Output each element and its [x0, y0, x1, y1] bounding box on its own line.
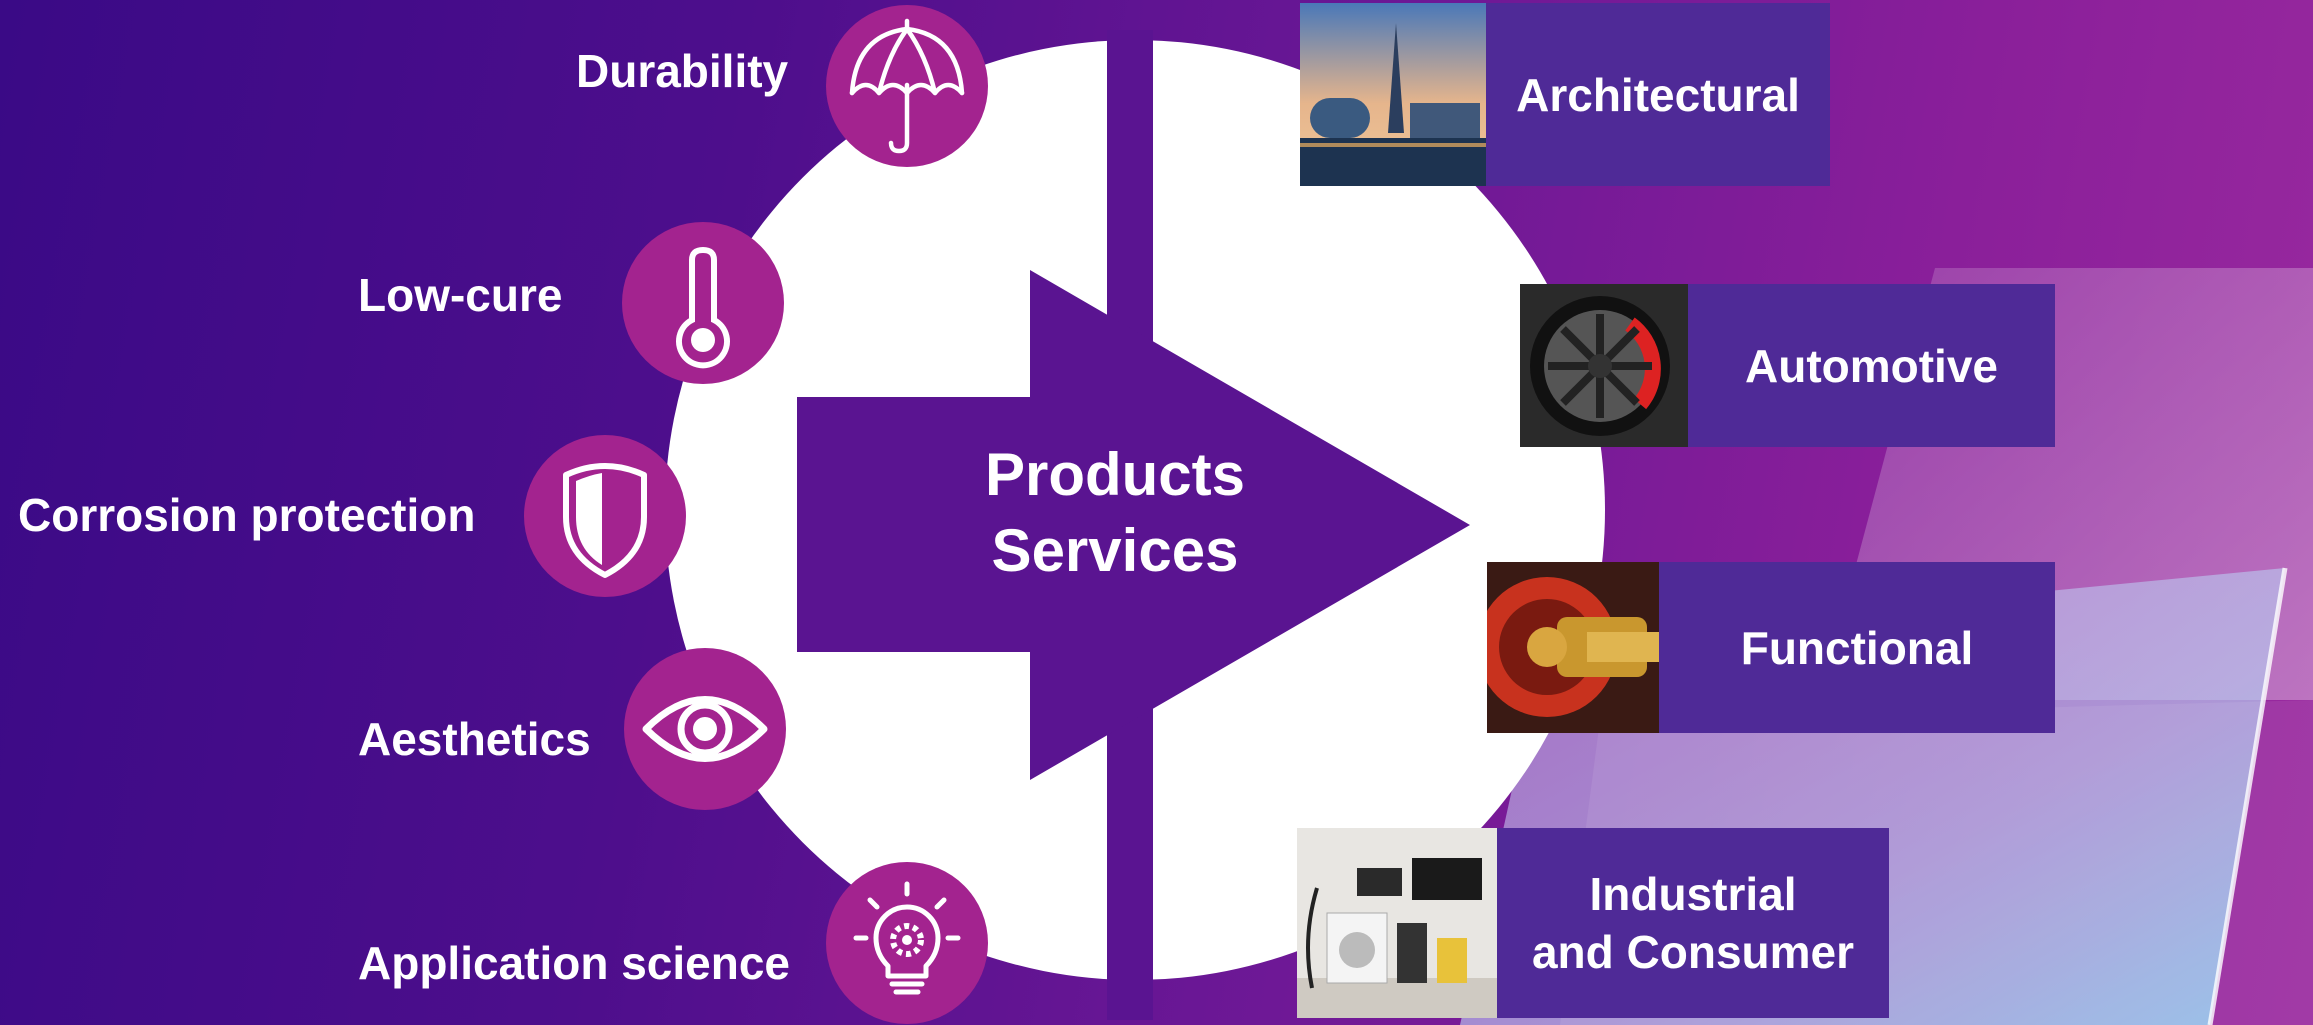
feature-label-application-science: Application science	[358, 937, 791, 989]
umbrella-icon	[849, 18, 965, 154]
market-label-automotive: Automotive	[1745, 339, 1998, 392]
thermometer-icon	[676, 246, 730, 369]
feature-application-science	[826, 862, 988, 1024]
feature-label-durability: Durability	[576, 45, 789, 97]
home-appliances-photo	[1297, 828, 1497, 1018]
car-wheel-photo	[1520, 284, 1688, 447]
center-arrow	[797, 270, 1470, 780]
market-label-industrial: Industrial	[1589, 868, 1797, 920]
center-label-products: Products	[984, 441, 1246, 508]
center-label-services: Services	[991, 517, 1239, 584]
center-label: Products Services	[905, 437, 1325, 589]
feature-label-low-cure: Low-cure	[358, 269, 563, 321]
city-skyline-photo	[1300, 3, 1486, 186]
market-label-architectural: Architectural	[1516, 68, 1800, 121]
feature-aesthetics	[624, 648, 786, 810]
feature-corrosion	[524, 435, 686, 597]
lightbulb-gear-icon	[853, 881, 961, 995]
market-card-architectural[interactable]: Architectural	[1300, 3, 1830, 186]
eye-icon	[642, 696, 768, 762]
market-label-industrial-consumer: Industrial and Consumer	[1497, 828, 1889, 1018]
feature-low-cure	[622, 222, 784, 384]
market-card-functional[interactable]: Functional	[1487, 562, 2055, 733]
market-label-and-consumer: and Consumer	[1531, 926, 1855, 978]
feature-label-corrosion: Corrosion protection	[18, 489, 476, 541]
market-label-functional: Functional	[1740, 621, 1974, 674]
market-card-industrial-consumer[interactable]: Industrial and Consumer	[1297, 828, 1889, 1018]
feature-label-aesthetics: Aesthetics	[358, 713, 591, 765]
market-card-automotive[interactable]: Automotive	[1520, 284, 2055, 447]
shield-icon	[563, 463, 647, 578]
feature-durability	[826, 5, 988, 167]
machinery-photo	[1487, 562, 1659, 733]
